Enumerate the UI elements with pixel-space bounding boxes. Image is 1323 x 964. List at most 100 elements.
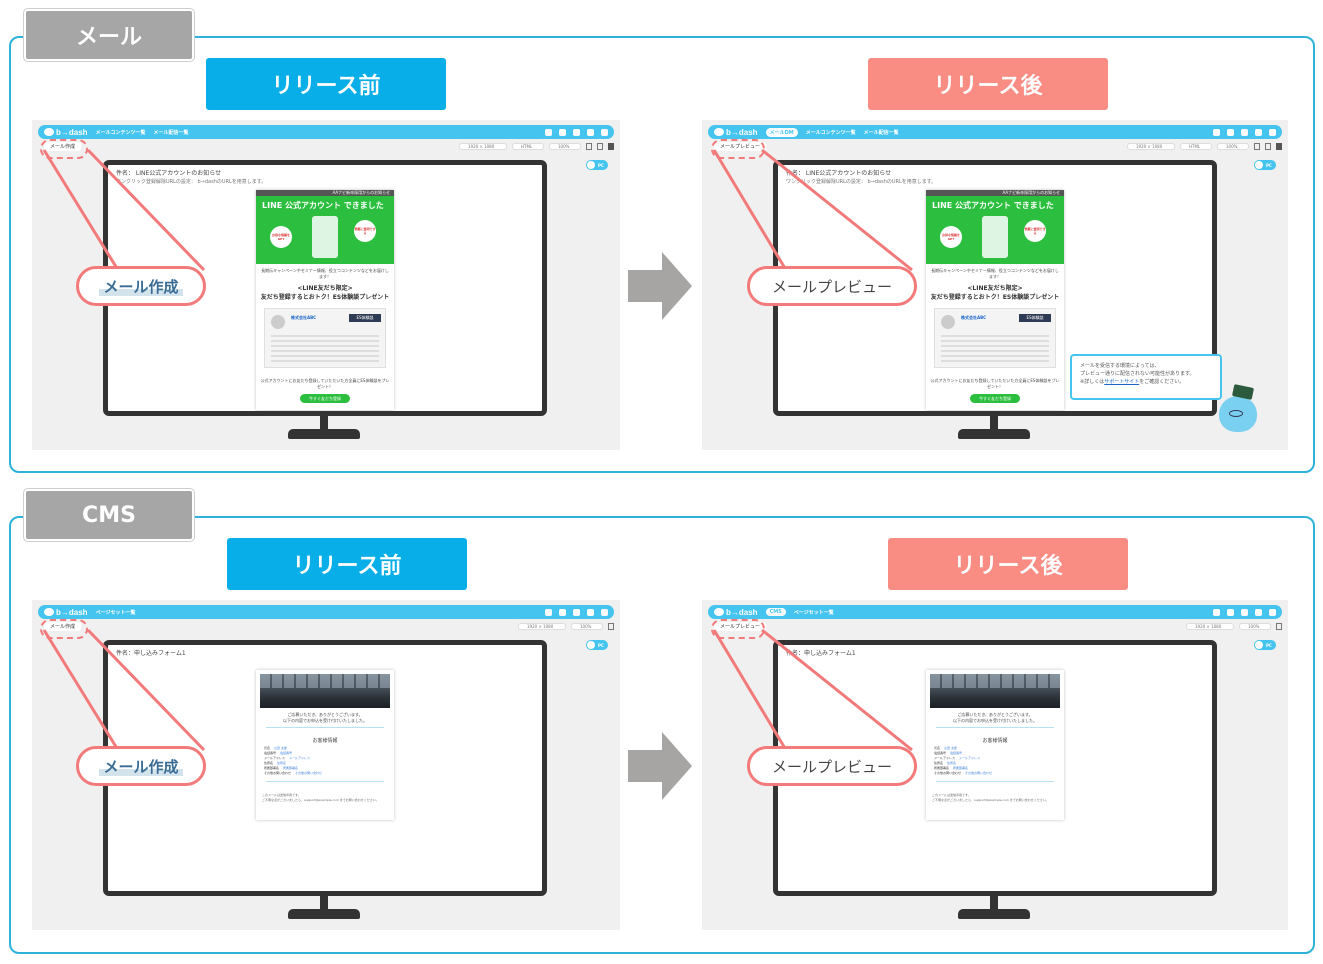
cms-chip[interactable]: CMS [765,608,786,616]
app-header-bar: b→dash ページセット一覧 [38,605,614,619]
bubble-right: 気軽に質問できる [1024,220,1046,242]
cms-thanks-2: 以下の内容でお申込を受け付けいたしました。 [283,718,367,723]
monitor-stand-neck [990,416,998,430]
wrench-icon[interactable] [1227,608,1234,616]
cms-before-highlight [40,619,88,639]
grid-icon[interactable] [1241,608,1248,616]
logout-icon[interactable] [1269,608,1276,616]
cms-thanks-1: ご応募いただき、ありがとうございます。 [957,712,1033,717]
bell-icon[interactable] [1213,128,1220,136]
pc-toggle[interactable]: PC [586,640,608,650]
info-row: 所属部署名所属部署名 [264,766,299,770]
file-icon[interactable] [1276,622,1282,630]
toggle-knob [587,161,595,169]
mail-release-before-label: リリース前 [206,58,446,110]
line-banner: LINE 公式アカウント できました お得な情報をGET 気軽に質問できる [926,196,1064,264]
bell-icon[interactable] [1213,608,1220,616]
file-icon[interactable] [608,622,614,630]
mail-card: 株式会社ABC ES体験談 [934,308,1056,368]
grid-icon[interactable] [573,608,580,616]
zoom-select[interactable]: 100% [549,142,581,150]
wrench-icon[interactable] [559,128,566,136]
mascot-icon [1219,396,1257,432]
nav-page-sets[interactable]: ページセット一覧 [95,609,136,616]
save-icon[interactable] [1265,142,1271,150]
cms-section-title: CMS [24,489,194,541]
file-icon[interactable] [586,142,592,150]
app-header-bar: b→dash CMS ページセット一覧 [708,605,1282,619]
grid-icon[interactable] [1241,128,1248,136]
grid-icon[interactable] [573,128,580,136]
monitor-screen: 件名：申し込みフォーム1 ご応募いただき、ありがとうございます。 以下の内容でお… [773,640,1217,896]
bell-icon[interactable] [545,608,552,616]
mail-dm-chip[interactable]: メールDM [765,127,798,137]
send-icon[interactable] [1276,142,1282,150]
resolution-select[interactable]: 1920 × 1080 [518,622,566,630]
wrench-icon[interactable] [1227,128,1234,136]
logout-icon[interactable] [601,128,608,136]
zoom-select[interactable]: 100% [571,622,603,630]
tab-mail-preview[interactable]: メールプレビュー [714,141,767,151]
logout-icon[interactable] [601,608,608,616]
resolution-select[interactable]: 1920 × 1080 [459,142,507,150]
format-select[interactable]: HTML [512,142,544,150]
zoom-select[interactable]: 100% [1217,142,1249,150]
cms-mail-preview-callout: メールプレビュー [747,746,917,786]
bdash-logo: b→dash [44,128,88,137]
mail-intro: 長期伝キャンペーンやセミナー情報、役立つコンテンツなどをお届けします！ [261,268,389,279]
support-site-link[interactable]: サポートサイト [1104,379,1140,385]
wrench-icon[interactable] [559,608,566,616]
pc-toggle[interactable]: PC [1254,160,1276,170]
megaphone-icon[interactable] [1255,608,1262,616]
cms-footer-1: このメールは送信専用です。 [932,793,971,797]
save-icon[interactable] [597,142,603,150]
cms-subject: 件名：申し込みフォーム1 [786,650,856,657]
cta-button[interactable]: 今すぐ友だち登録 [300,394,350,403]
megaphone-icon[interactable] [587,608,594,616]
nav-mail-contents[interactable]: メールコンテンツ一覧 [95,129,146,136]
bubble-right: 気軽に質問できる [354,220,376,242]
megaphone-icon[interactable] [1255,128,1262,136]
cta-button[interactable]: 今すぐ友だち登録 [970,394,1020,403]
bell-icon[interactable] [545,128,552,136]
mail-header-note: AAナビ新卒採用からのお知らせ [256,190,394,196]
file-icon[interactable] [1254,142,1260,150]
mail-body: AAナビ新卒採用からのお知らせ LINE 公式アカウント できました お得な情報… [256,190,394,410]
resolution-select[interactable]: 1920 × 1080 [1127,142,1175,150]
nav-page-sets[interactable]: ページセット一覧 [793,609,834,616]
toggle-knob [1255,161,1263,169]
monitor-stand-base [958,429,1030,439]
tab-mail-create[interactable]: メール作成 [44,621,82,631]
mail-heading: <LINE友だち限定> [297,285,353,292]
mail-intro: 長期伝キャンペーンやセミナー情報、役立つコンテンツなどをお届けします！ [931,268,1059,279]
editor-sub-bar: メールプレビュー 1920 × 1080 100% [708,620,1282,632]
nav-mail-contents[interactable]: メールコンテンツ一覧 [805,129,856,136]
pc-toggle[interactable]: PC [586,160,608,170]
mail-unsubscribe-note: ワンクリック登録解除URLの設定： b→dashのURLを用意します。 [786,179,937,185]
card-company: 株式会社ABC [961,315,987,320]
editor-sub-bar: メール作成 1920 × 1080 HTML 100% [38,140,614,152]
info-row: メールアドレスメールアドレス [934,756,981,760]
line-banner-title: LINE 公式アカウント できました [262,201,384,210]
monitor-stand-base [288,909,360,919]
preview-warning-tooltip: メールを受信する環境によっては、 プレビュー通りに配信されない可能性があります。… [1070,354,1222,400]
resolution-select[interactable]: 1920 × 1080 [1186,622,1234,630]
nav-mail-delivery[interactable]: メール配信一覧 [153,129,189,136]
line-banner: LINE 公式アカウント できました お得な情報をGET 気軽に質問できる [256,196,394,264]
megaphone-icon[interactable] [587,128,594,136]
tooltip-line-1: メールを受信する環境によっては、 [1080,363,1160,369]
send-icon[interactable] [608,142,614,150]
nav-mail-delivery[interactable]: メール配信一覧 [863,129,899,136]
bdash-logo: b→dash [714,608,758,617]
pc-toggle[interactable]: PC [1254,640,1276,650]
info-row: 電話番号電話番号 [264,751,293,755]
mail-card: 株式会社ABC ES体験談 [264,308,386,368]
tab-mail-create[interactable]: メール作成 [44,141,82,151]
tab-mail-preview[interactable]: メールプレビュー [714,621,767,631]
app-header-bar: b→dash メールDM メールコンテンツ一覧 メール配信一覧 [708,125,1282,139]
logout-icon[interactable] [1269,128,1276,136]
zoom-select[interactable]: 100% [1239,622,1271,630]
format-select[interactable]: HTML [1180,142,1212,150]
mail-preview-callout: メールプレビュー [747,266,917,306]
